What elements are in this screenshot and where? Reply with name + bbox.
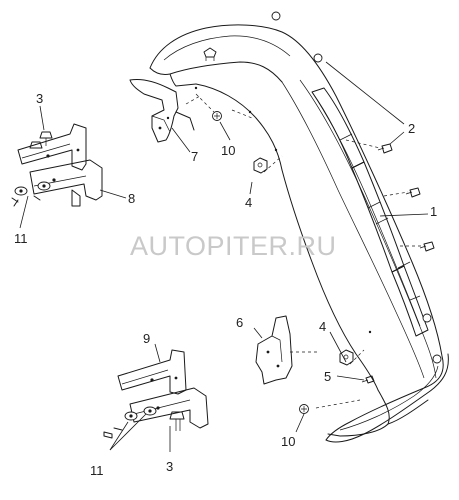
callout-10-lower: 10 xyxy=(281,434,296,449)
callout-3-upper: 3 xyxy=(36,91,44,106)
bracket-lower xyxy=(255,315,293,385)
callout-3-lower: 3 xyxy=(166,459,174,474)
callout-11-upper: 11 xyxy=(14,231,28,246)
callout-10-upper: 10 xyxy=(221,143,236,158)
callout-8: 8 xyxy=(128,191,136,206)
leader-lines xyxy=(19,61,429,452)
watermark: AUTOPITER.RU xyxy=(130,231,337,261)
bolt-part-3 xyxy=(29,131,185,431)
callout-6: 6 xyxy=(236,315,244,330)
callout-1: 1 xyxy=(430,204,438,219)
clip-part-10 xyxy=(212,111,309,414)
bracket-assembly-upper xyxy=(17,123,103,207)
callout-11-lower: 11 xyxy=(90,463,104,478)
callout-4-upper: 4 xyxy=(245,195,253,210)
callout-5: 5 xyxy=(324,369,332,384)
callout-2: 2 xyxy=(408,121,416,136)
bracket-upper xyxy=(129,79,195,143)
callout-9: 9 xyxy=(143,331,151,346)
callout-7: 7 xyxy=(191,149,199,164)
screw-part-2 xyxy=(377,143,435,252)
bumper-panel xyxy=(149,11,449,443)
nut-part-4 xyxy=(253,157,354,366)
callout-4-lower: 4 xyxy=(319,319,327,334)
washer-part-11 xyxy=(11,181,157,439)
bracket-assembly-lower xyxy=(117,349,209,429)
screw-part-5 xyxy=(361,375,375,384)
assembly-lines xyxy=(185,93,422,409)
